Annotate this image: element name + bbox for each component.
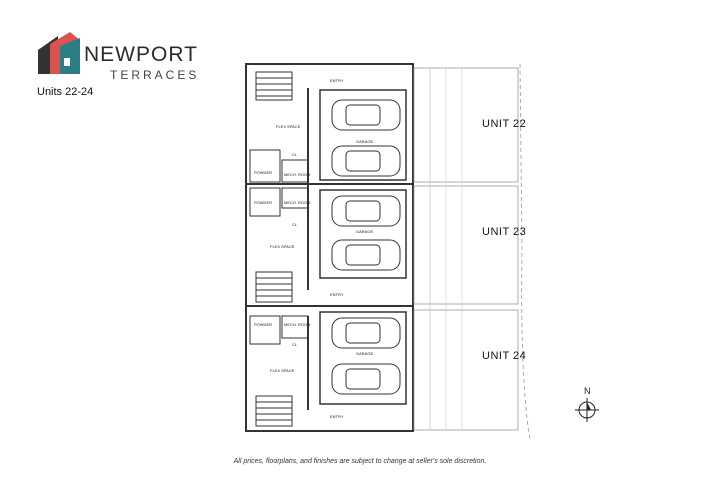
garage-label-unit22: GARAGE [356, 139, 373, 144]
garage-label-unit23: GARAGE [356, 229, 373, 234]
mech-room-label-unit24: MECH. ROOM [284, 322, 310, 327]
brand-tagline: TERRACES [110, 68, 200, 82]
closet-label-unit24: CL [292, 342, 298, 347]
powder-label-unit22: POWDER [254, 170, 272, 175]
garage-label-unit24: GARAGE [356, 351, 373, 356]
entry-label-unit23: ENTRY [330, 292, 344, 297]
flex-space-label-unit23: FLEX SPACE [270, 244, 295, 249]
newport-terraces-logo [38, 32, 80, 74]
powder-label-unit23: POWDER [254, 200, 272, 205]
mech-room-label-unit22: MECH. ROOM [284, 172, 310, 177]
closet-label-unit22: CL [292, 152, 298, 157]
unit-24-label: UNIT 24 [482, 350, 527, 362]
entry-label-unit22: ENTRY [330, 78, 344, 83]
powder-label-unit24: POWDER [254, 322, 272, 327]
brand-name: NEWPORT [84, 43, 198, 66]
mech-room-label-unit23: MECH. ROOM [284, 200, 310, 205]
entry-label-unit24: ENTRY [330, 414, 344, 419]
north-label: N [584, 386, 591, 396]
unit-23-label: UNIT 23 [482, 226, 527, 238]
disclaimer: All prices, floorplans, and finishes are… [233, 458, 487, 465]
flex-space-label-unit22: FLEX SPACE [276, 124, 301, 129]
flex-space-label-unit24: FLEX SPACE [270, 368, 295, 373]
unit-22-label: UNIT 22 [482, 118, 527, 130]
north-arrow-icon [575, 398, 599, 422]
closet-label-unit23: CL [292, 222, 298, 227]
units-title: Units 22-24 [37, 86, 94, 98]
